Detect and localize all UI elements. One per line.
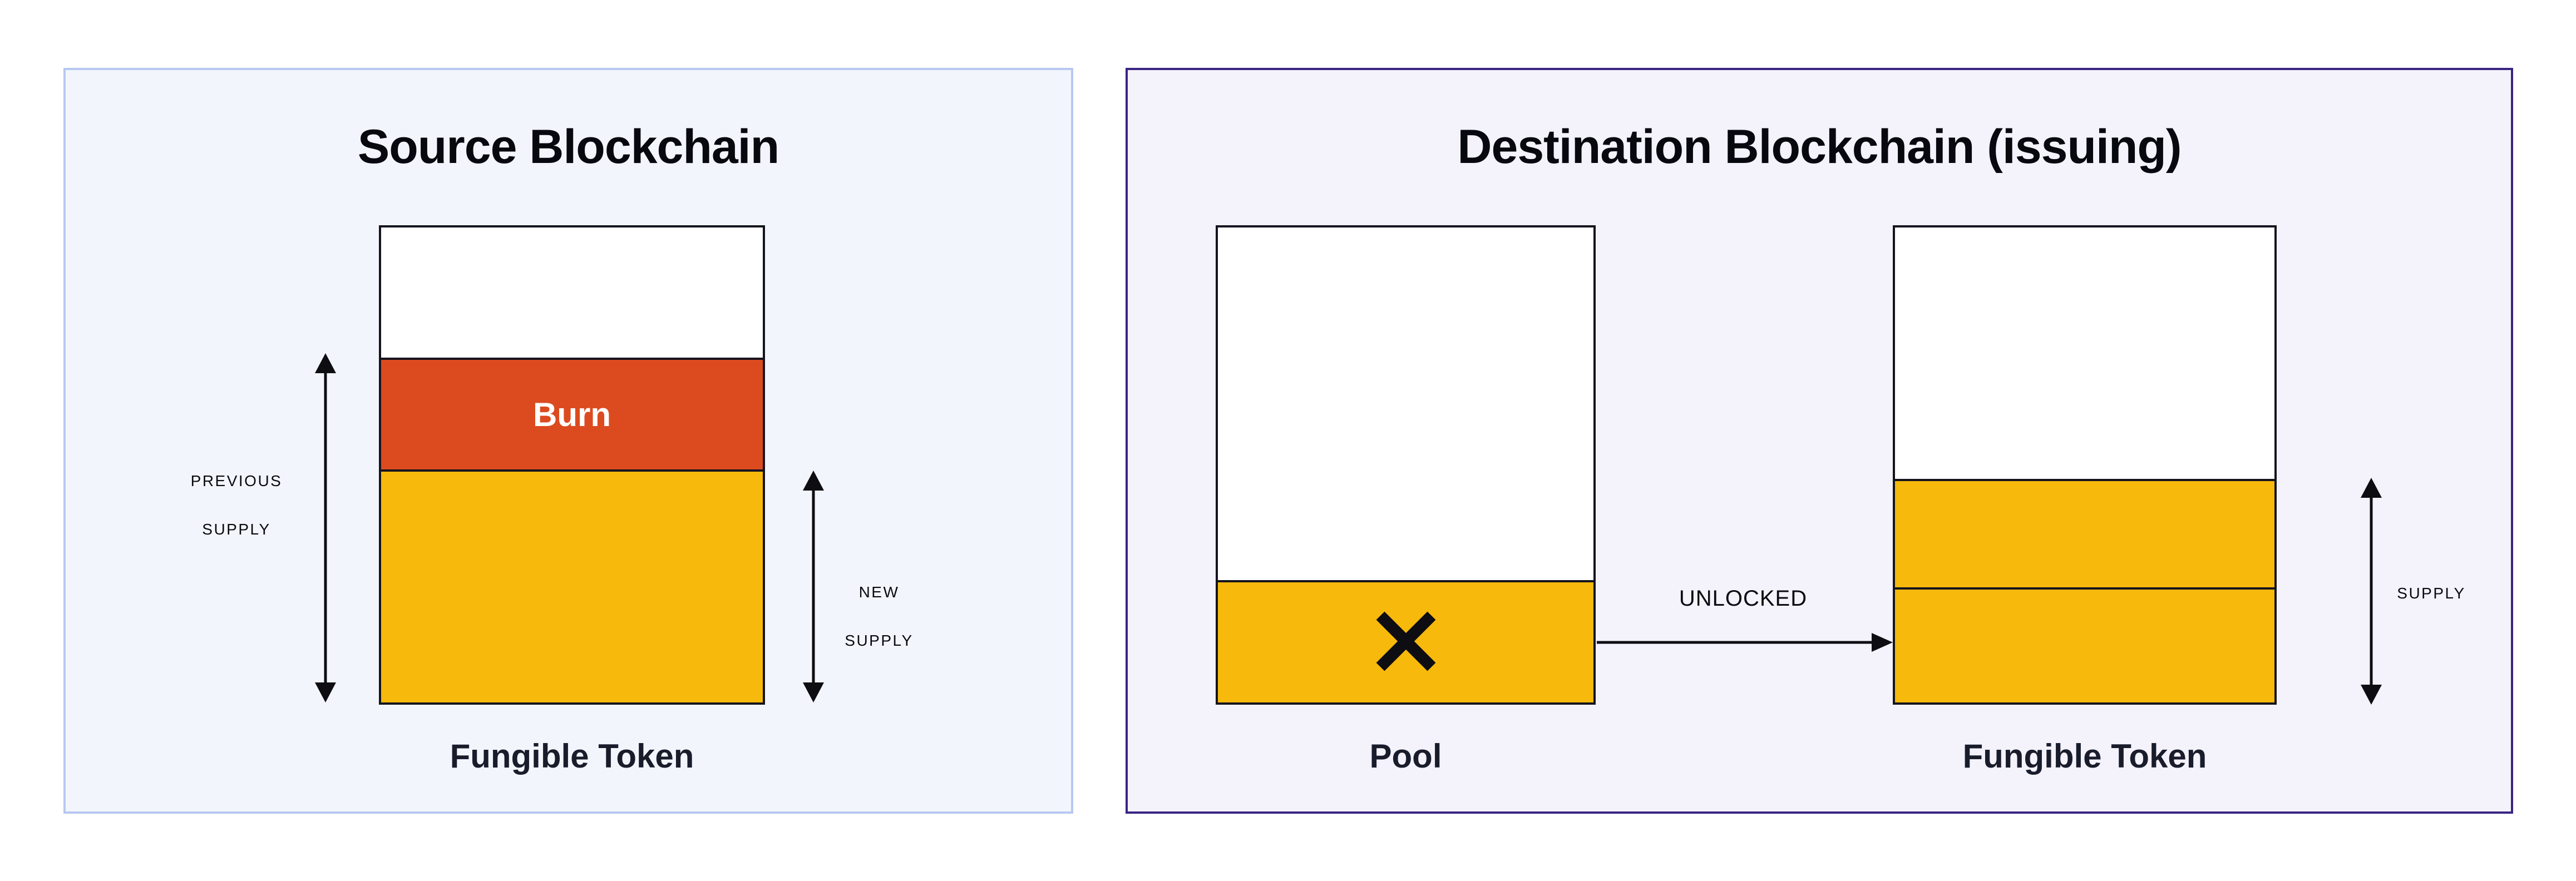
supply-label: SUPPLY	[2397, 585, 2466, 602]
previous-supply-label: PREVIOUS SUPPLY	[147, 445, 325, 542]
destination-token-bar-caption: Fungible Token	[1962, 738, 2207, 775]
supply-arrow-icon	[2359, 478, 2383, 705]
unlocked-label: UNLOCKED	[1679, 586, 1808, 611]
destination-bar-existing-supply-section	[1895, 479, 2274, 587]
burn-label: Burn	[533, 396, 611, 433]
destination-bar-empty-section	[1895, 227, 2274, 479]
source-token-bar-caption: Fungible Token	[450, 738, 694, 775]
source-token-bar: Burn	[379, 225, 765, 705]
new-supply-arrow-icon	[801, 471, 826, 702]
pool-bar-caption: Pool	[1369, 738, 1442, 775]
pool-bar-locked-section	[1218, 580, 1593, 702]
source-bar-empty-section	[381, 227, 763, 358]
destination-blockchain-panel: Destination Blockchain (issuing) Pool UN…	[1126, 68, 2513, 814]
previous-supply-label-line2: SUPPLY	[202, 521, 271, 538]
previous-supply-label-line1: PREVIOUS	[190, 472, 283, 490]
destination-token-bar	[1893, 225, 2277, 705]
new-supply-label: NEW SUPPLY	[818, 556, 940, 653]
new-supply-label-line2: SUPPLY	[845, 632, 914, 650]
pool-bar	[1216, 225, 1596, 705]
unlocked-arrow-icon	[1597, 631, 1893, 654]
new-supply-label-line1: NEW	[858, 583, 900, 601]
source-blockchain-panel: Source Blockchain Burn PREVIOUS SUPPLY	[63, 68, 1073, 814]
x-mark-icon	[1375, 611, 1437, 675]
previous-supply-arrow-icon	[313, 353, 338, 702]
destination-panel-title: Destination Blockchain (issuing)	[1457, 120, 2182, 174]
destination-bar-unlocked-supply-section	[1895, 587, 2274, 702]
pool-bar-empty-section	[1218, 227, 1593, 580]
source-panel-title: Source Blockchain	[357, 120, 779, 174]
source-bar-supply-section	[381, 472, 763, 702]
source-bar-burn-section: Burn	[381, 358, 763, 472]
